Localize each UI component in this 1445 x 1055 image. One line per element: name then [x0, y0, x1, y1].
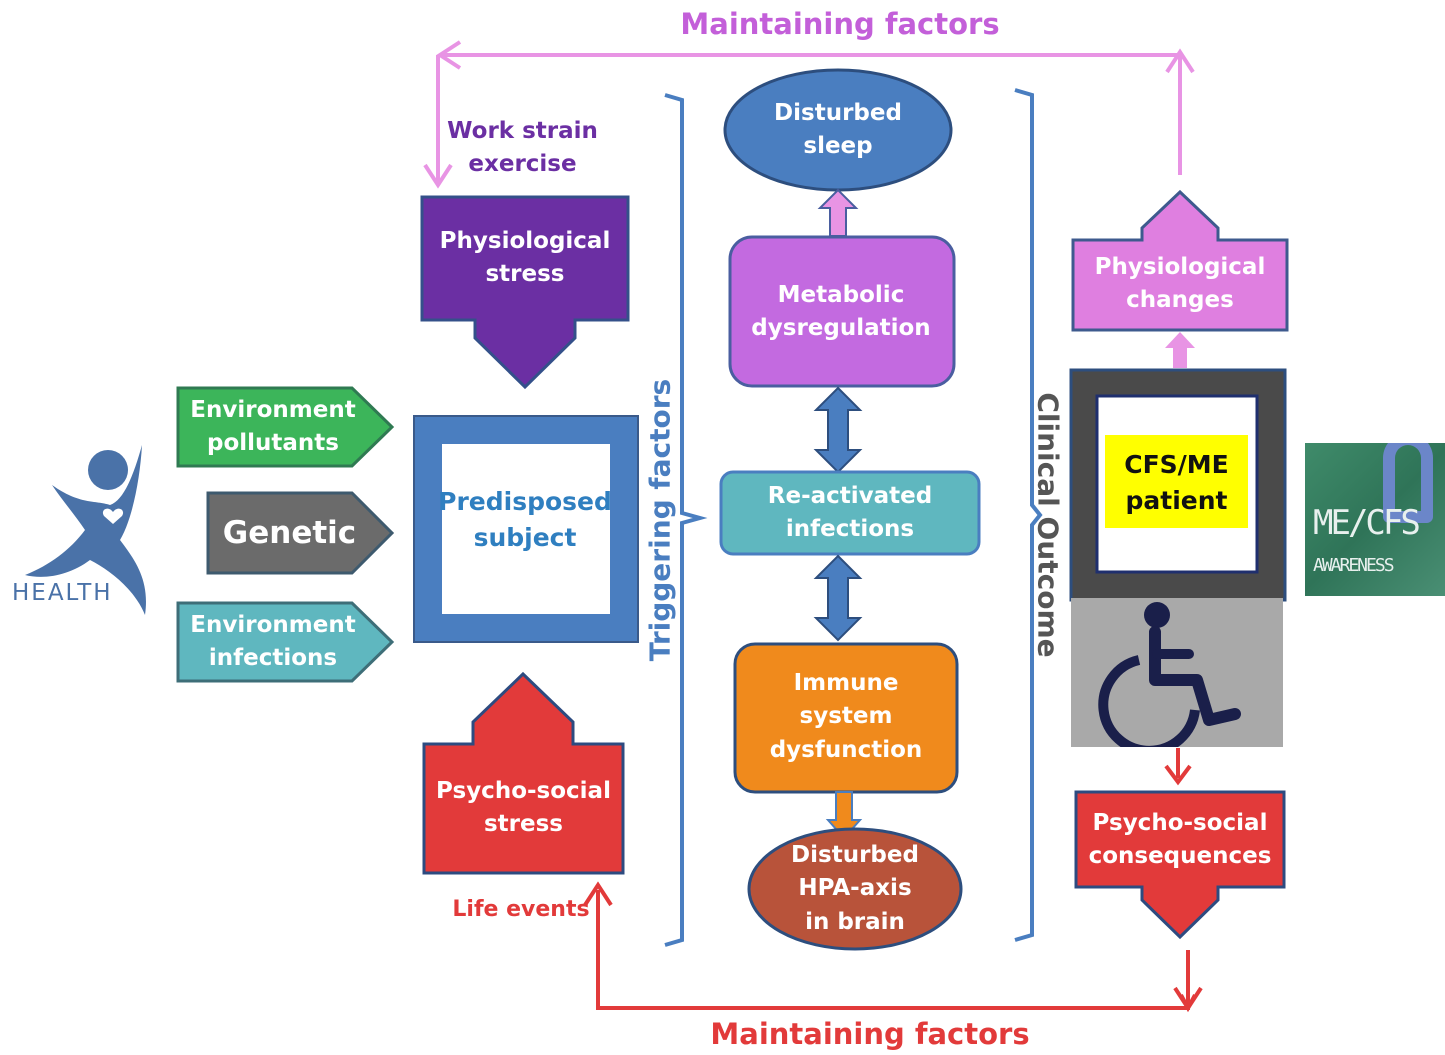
env-infections-label: Environment infections	[190, 611, 356, 671]
patient-label: CFS/ME patient	[1124, 449, 1229, 515]
triggering-factors-label: Triggering factors	[643, 378, 677, 662]
metabolic-label: Metabolic dysregulation	[751, 281, 931, 341]
env-pollutants-label: Environment pollutants	[190, 396, 356, 456]
wheelchair-icon	[1098, 602, 1241, 756]
health-logo-text: HEALTH	[12, 580, 113, 606]
genetic-label: Genetic	[222, 514, 357, 551]
awareness-line2: AWARENESS	[1313, 555, 1395, 576]
work-strain-label: Work strain exercise	[447, 117, 598, 177]
predisposed-subject-frame	[413, 415, 639, 643]
physiological-stress-label: Physiological stress	[439, 227, 611, 287]
hpa-node	[747, 827, 963, 951]
env-infections-arrow	[176, 601, 395, 683]
immune-label: Immune system dysfunction	[769, 669, 923, 763]
awareness-line1: ME/CFS	[1313, 503, 1421, 543]
disturbed-sleep-label: Disturbed sleep	[774, 99, 902, 159]
ribbon-icon	[1383, 443, 1433, 523]
bottom-maintaining-loop	[583, 881, 1203, 1013]
clinical-outcome-label: Clinical Outcome	[1031, 392, 1065, 658]
sleep-up-arrow	[817, 188, 859, 237]
top-maintaining-loop	[423, 40, 1195, 189]
psychosocial-consequences-label: Psycho-social consequences	[1088, 809, 1272, 869]
psychosocial-stress-arrow	[422, 671, 625, 875]
physiological-stress-arrow	[420, 195, 630, 390]
top-maintaining-label: Maintaining factors	[680, 6, 1000, 41]
life-events-label: Life events	[452, 897, 590, 923]
env-pollutants-arrow	[176, 386, 395, 468]
psychosocial-consequences-arrow	[1074, 790, 1286, 940]
genetic-arrow	[206, 491, 395, 575]
triggering-bracket	[664, 93, 708, 947]
awareness-image: ME/CFS AWARENESS	[1305, 443, 1445, 596]
wheelchair-to-consequences-arrow	[1164, 748, 1192, 786]
physiological-changes-arrow	[1071, 189, 1289, 332]
reactivated-immune-arrow	[813, 554, 863, 642]
psychosocial-stress-label: Psycho-social stress	[436, 777, 611, 837]
reactivated-node	[719, 470, 981, 556]
wheelchair-panel	[1071, 598, 1283, 756]
patient-frame	[1069, 368, 1287, 602]
hpa-label: Disturbed HPA-axis in brain	[791, 841, 919, 935]
bottom-maintaining-label: Maintaining factors	[710, 1016, 1030, 1051]
physiological-changes-label: Physiological changes	[1094, 253, 1266, 313]
clinical-bracket	[1014, 88, 1043, 942]
reactivated-label: Re-activated infections	[767, 482, 933, 542]
metabolic-reactivated-arrow	[813, 386, 863, 474]
predisposed-subject-label: Predisposed subject	[438, 486, 612, 552]
metabolic-node	[728, 235, 956, 388]
patient-to-changes-arrow	[1165, 332, 1195, 368]
health-logo	[25, 445, 146, 615]
